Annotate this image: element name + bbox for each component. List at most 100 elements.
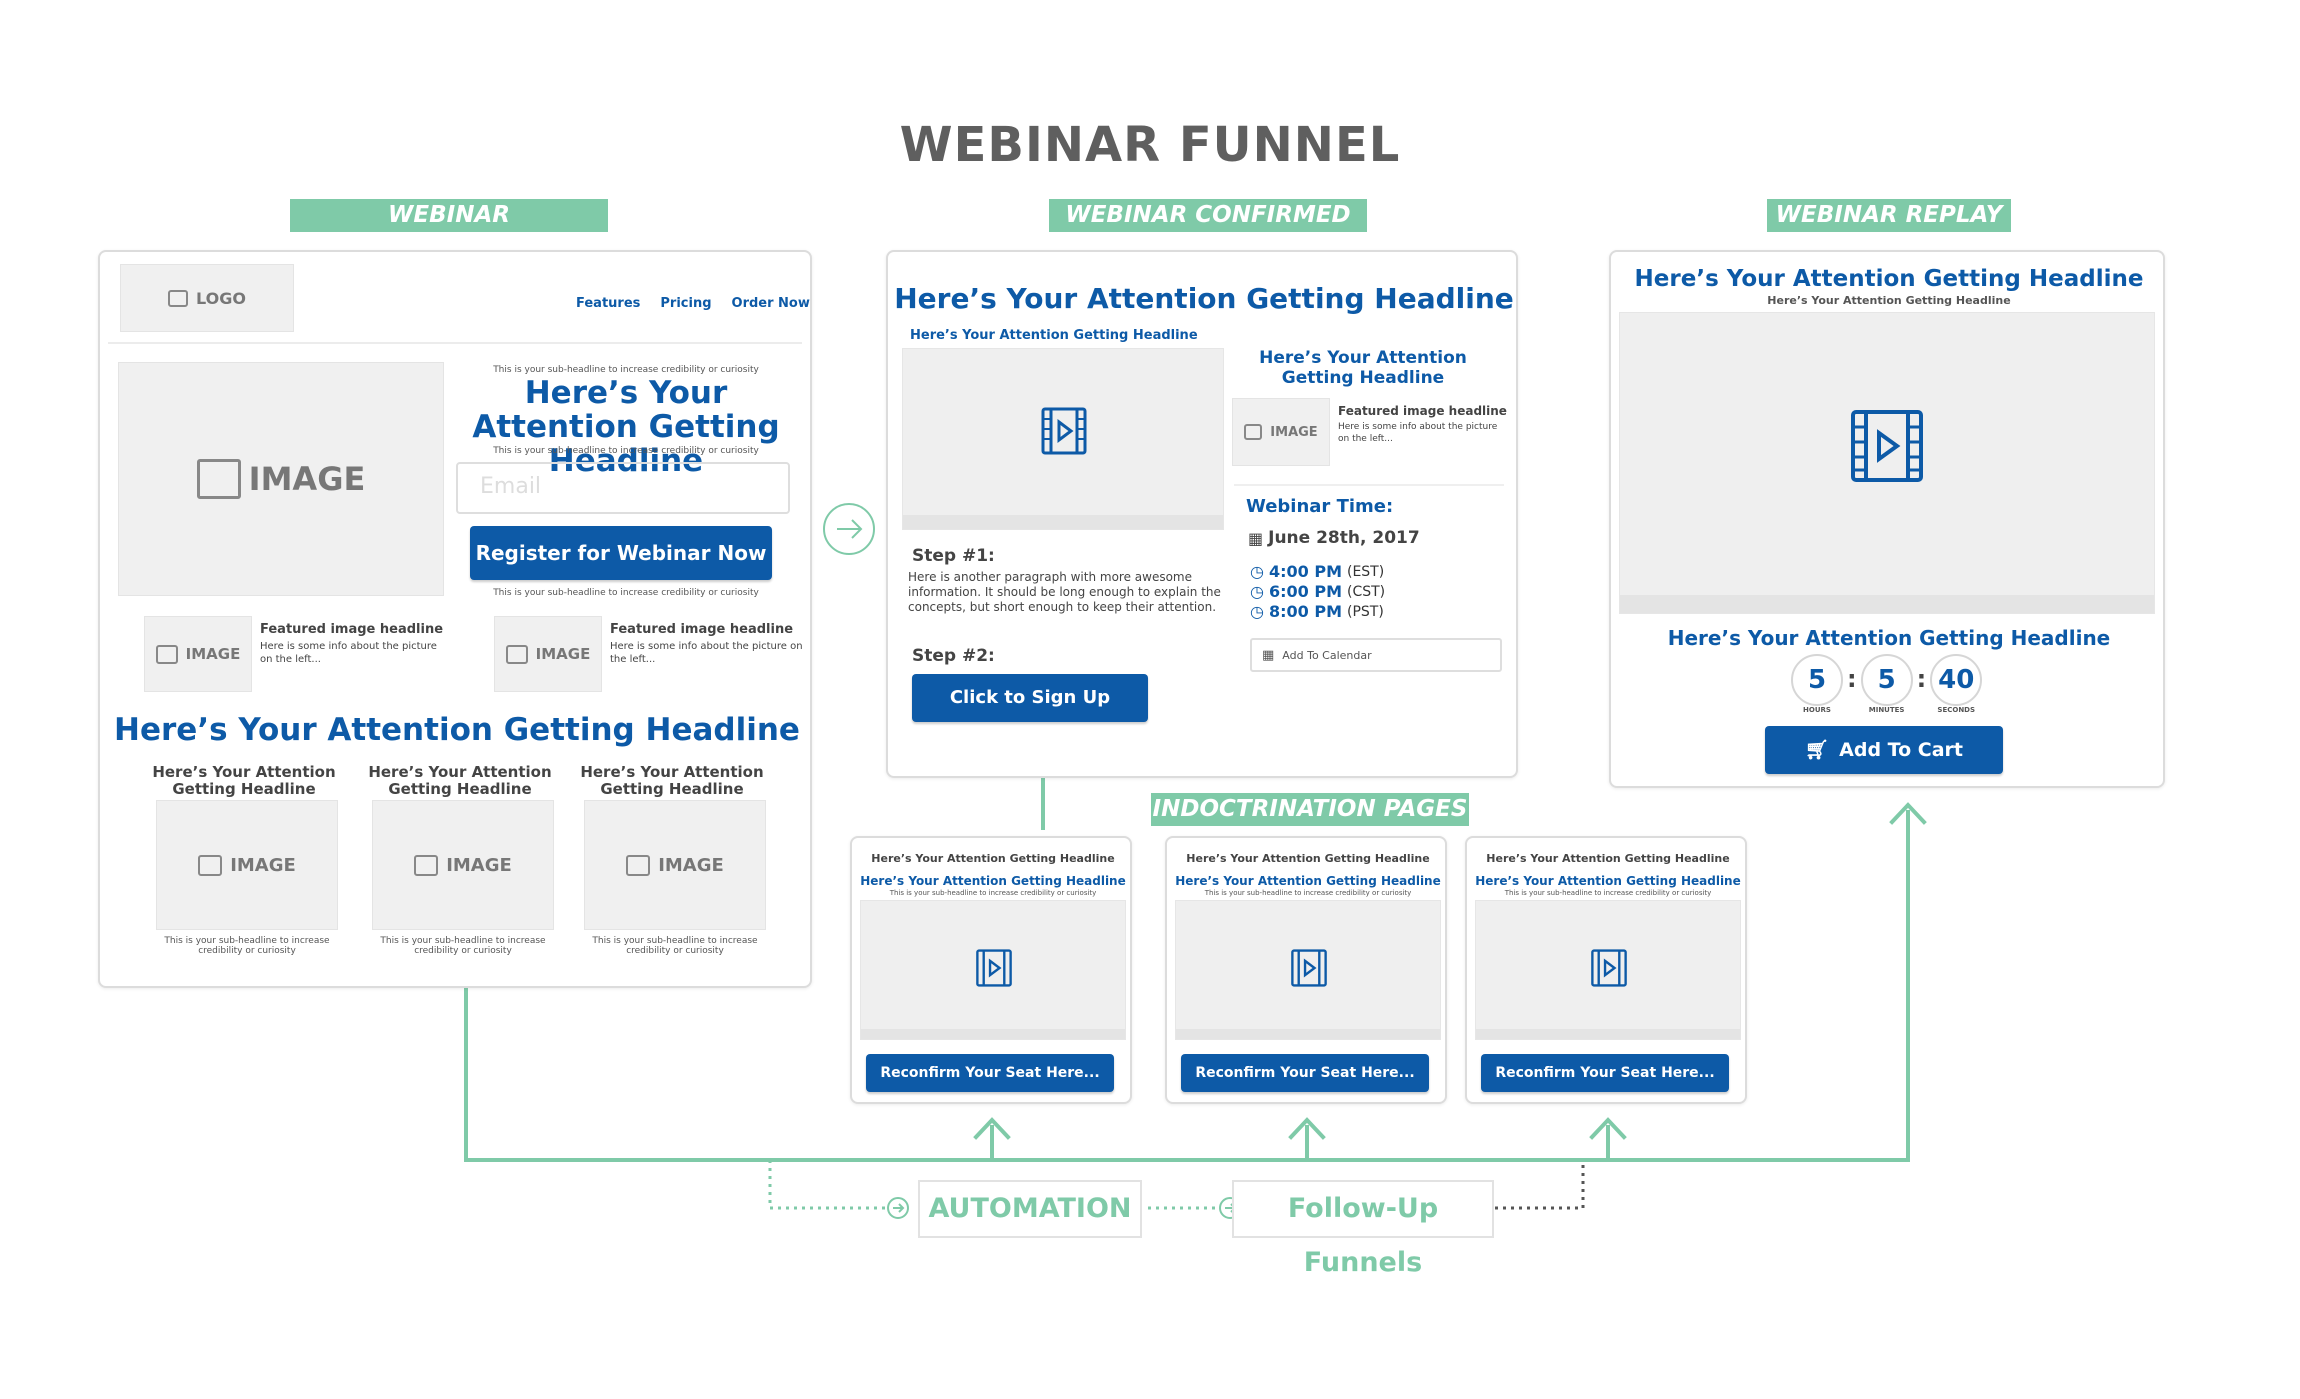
automation-dotted-line: [768, 1160, 890, 1210]
automation-box: AUTOMATION: [918, 1180, 1142, 1238]
video-player[interactable]: [902, 348, 1224, 530]
email-input[interactable]: Email: [456, 462, 790, 514]
logo-label: LOGO: [196, 288, 246, 308]
followup-funnels-box: Follow-Up Funnels: [1232, 1180, 1494, 1278]
feature-title: Featured image headline: [260, 622, 444, 637]
subheadline-mid: This is your sub-headline to increase cr…: [493, 446, 759, 456]
step1-text: Here is another paragraph with more awes…: [908, 570, 1221, 614]
column-image-3: IMAGE: [584, 800, 766, 930]
video-controls[interactable]: [861, 1029, 1125, 1039]
side-divider: [1234, 484, 1504, 486]
add-to-cart-label: Add To Cart: [1839, 739, 1963, 761]
countdown-seconds: 40 SECONDS: [1930, 654, 1983, 714]
indoc-top-headline: Here’s Your Attention Getting Headline: [1486, 852, 1730, 865]
time-zone: (EST): [1346, 564, 1385, 580]
reconfirm-button[interactable]: Reconfirm Your Seat Here...: [1481, 1054, 1729, 1092]
video-controls[interactable]: [1176, 1029, 1440, 1039]
time-value: 8:00 PM: [1268, 602, 1342, 621]
feature-text-1: Featured image headline Here is some inf…: [260, 622, 450, 666]
countdown-label: MINUTES: [1868, 706, 1905, 714]
step2-label: Step #2:: [912, 646, 995, 666]
subheadline-top: This is your sub-headline to increase cr…: [493, 365, 759, 375]
feature-desc: Here is some info about the picture on t…: [260, 641, 437, 665]
image-icon: [155, 644, 178, 664]
indoc-subheadline: This is your sub-headline to increase cr…: [1204, 889, 1412, 897]
nav-order-now[interactable]: Order Now: [731, 296, 810, 311]
indoc-headline: Here’s Your Attention Getting Headline: [1175, 874, 1441, 888]
video-controls[interactable]: [1476, 1029, 1740, 1039]
time-value: 4:00 PM: [1268, 562, 1342, 581]
date-text: June 28th, 2017: [1268, 528, 1420, 548]
indoc-video-player[interactable]: [1475, 900, 1741, 1040]
webinar-time-label: Webinar Time:: [1246, 496, 1394, 517]
add-calendar-label: Add To Calendar: [1282, 648, 1372, 662]
replay-page: Here’s Your Attention Getting Headline H…: [1609, 250, 2165, 788]
time-value: 6:00 PM: [1268, 582, 1342, 601]
logo-placeholder[interactable]: LOGO: [120, 264, 294, 332]
indoc-video-player[interactable]: [1175, 900, 1441, 1040]
countdown-separator: :: [1847, 665, 1857, 693]
image-icon: [168, 289, 189, 307]
reconfirm-button[interactable]: Reconfirm Your Seat Here...: [866, 1054, 1114, 1092]
image-icon: [1244, 424, 1263, 440]
video-icon: [976, 949, 1012, 987]
indoc-subheadline: This is your sub-headline to increase cr…: [1504, 889, 1712, 897]
image-icon: [626, 854, 651, 876]
side-feat-title: Featured image headline: [1338, 404, 1507, 418]
video-controls[interactable]: [903, 515, 1223, 529]
arrowhead-3: [1589, 1117, 1627, 1140]
nav-features[interactable]: Features: [576, 296, 641, 311]
feature-desc: Here is some info about the picture on t…: [610, 641, 803, 665]
replay-video-player[interactable]: [1619, 312, 2155, 614]
side-feat-desc: Here is some info about the picture on t…: [1338, 422, 1498, 444]
signup-button[interactable]: Click to Sign Up: [912, 674, 1148, 722]
feature-title: Featured image headline: [610, 622, 794, 637]
section-label-indoctrination: INDOCTRINATION PAGES: [1151, 793, 1469, 826]
image-icon: [505, 644, 528, 664]
image-icon: [414, 854, 439, 876]
main-flow-line: [464, 810, 1910, 1162]
section-label-replay: WEBINAR REPLAY: [1767, 199, 2011, 232]
time-list: ◷4:00 PM(EST) ◷6:00 PM(CST) ◷8:00 PM(PST…: [1250, 562, 1385, 622]
column-title-1: Here’s Your Attention Getting Headline: [152, 763, 336, 798]
indoctrination-page-2: Here’s Your Attention Getting Headline H…: [1165, 836, 1447, 1104]
webinar-date: ▦ June 28th, 2017: [1248, 528, 1420, 548]
countdown-value: 5: [1860, 654, 1913, 706]
feature-image-1: IMAGE: [144, 616, 252, 692]
reconfirm-button[interactable]: Reconfirm Your Seat Here...: [1181, 1054, 1429, 1092]
indoctrination-page-3: Here’s Your Attention Getting Headline H…: [1465, 836, 1747, 1104]
register-button[interactable]: Register for Webinar Now: [470, 526, 772, 580]
video-icon: [1851, 410, 1923, 482]
video-headline: Here’s Your Attention Getting Headline: [910, 328, 1198, 343]
feature-image-2: IMAGE: [494, 616, 602, 692]
indoc-headline: Here’s Your Attention Getting Headline: [1475, 874, 1741, 888]
section-headline: Here’s Your Attention Getting Headline: [114, 712, 800, 748]
replay-headline-2: Here’s Your Attention Getting Headline: [1667, 626, 2111, 650]
video-icon: [1591, 949, 1627, 987]
video-icon: [1041, 407, 1087, 455]
indoc-video-player[interactable]: [860, 900, 1126, 1040]
feature-image-label: IMAGE: [185, 645, 241, 663]
side-feature-text: Featured image headline Here is some inf…: [1338, 404, 1508, 445]
side-image-label: IMAGE: [1270, 424, 1318, 440]
diagram-title: WEBINAR FUNNEL: [899, 117, 1401, 173]
replay-headline: Here’s Your Attention Getting Headline: [1634, 266, 2144, 292]
clock-icon: ◷: [1250, 562, 1264, 581]
registration-page: LOGO Features Pricing Order Now IMAGE Th…: [98, 250, 812, 988]
hero-image-placeholder: IMAGE: [118, 362, 444, 596]
column-image-label: IMAGE: [658, 854, 724, 876]
subheadline-bottom: This is your sub-headline to increase cr…: [493, 588, 759, 598]
nav-pricing[interactable]: Pricing: [660, 296, 712, 311]
indoc-top-headline: Here’s Your Attention Getting Headline: [1186, 852, 1430, 865]
time-zone: (PST): [1346, 604, 1384, 620]
calendar-icon: ▦: [1262, 647, 1275, 663]
add-to-cart-button[interactable]: 🛒︎ Add To Cart: [1765, 726, 2003, 774]
indoc-headline: Here’s Your Attention Getting Headline: [860, 874, 1126, 888]
countdown-label: SECONDS: [1937, 706, 1976, 714]
calendar-icon: ▦: [1248, 528, 1264, 548]
add-to-calendar-button[interactable]: ▦ Add To Calendar: [1250, 638, 1502, 672]
top-nav: Features Pricing Order Now: [576, 296, 810, 311]
side-image: IMAGE: [1232, 398, 1330, 466]
video-controls[interactable]: [1620, 595, 2154, 613]
